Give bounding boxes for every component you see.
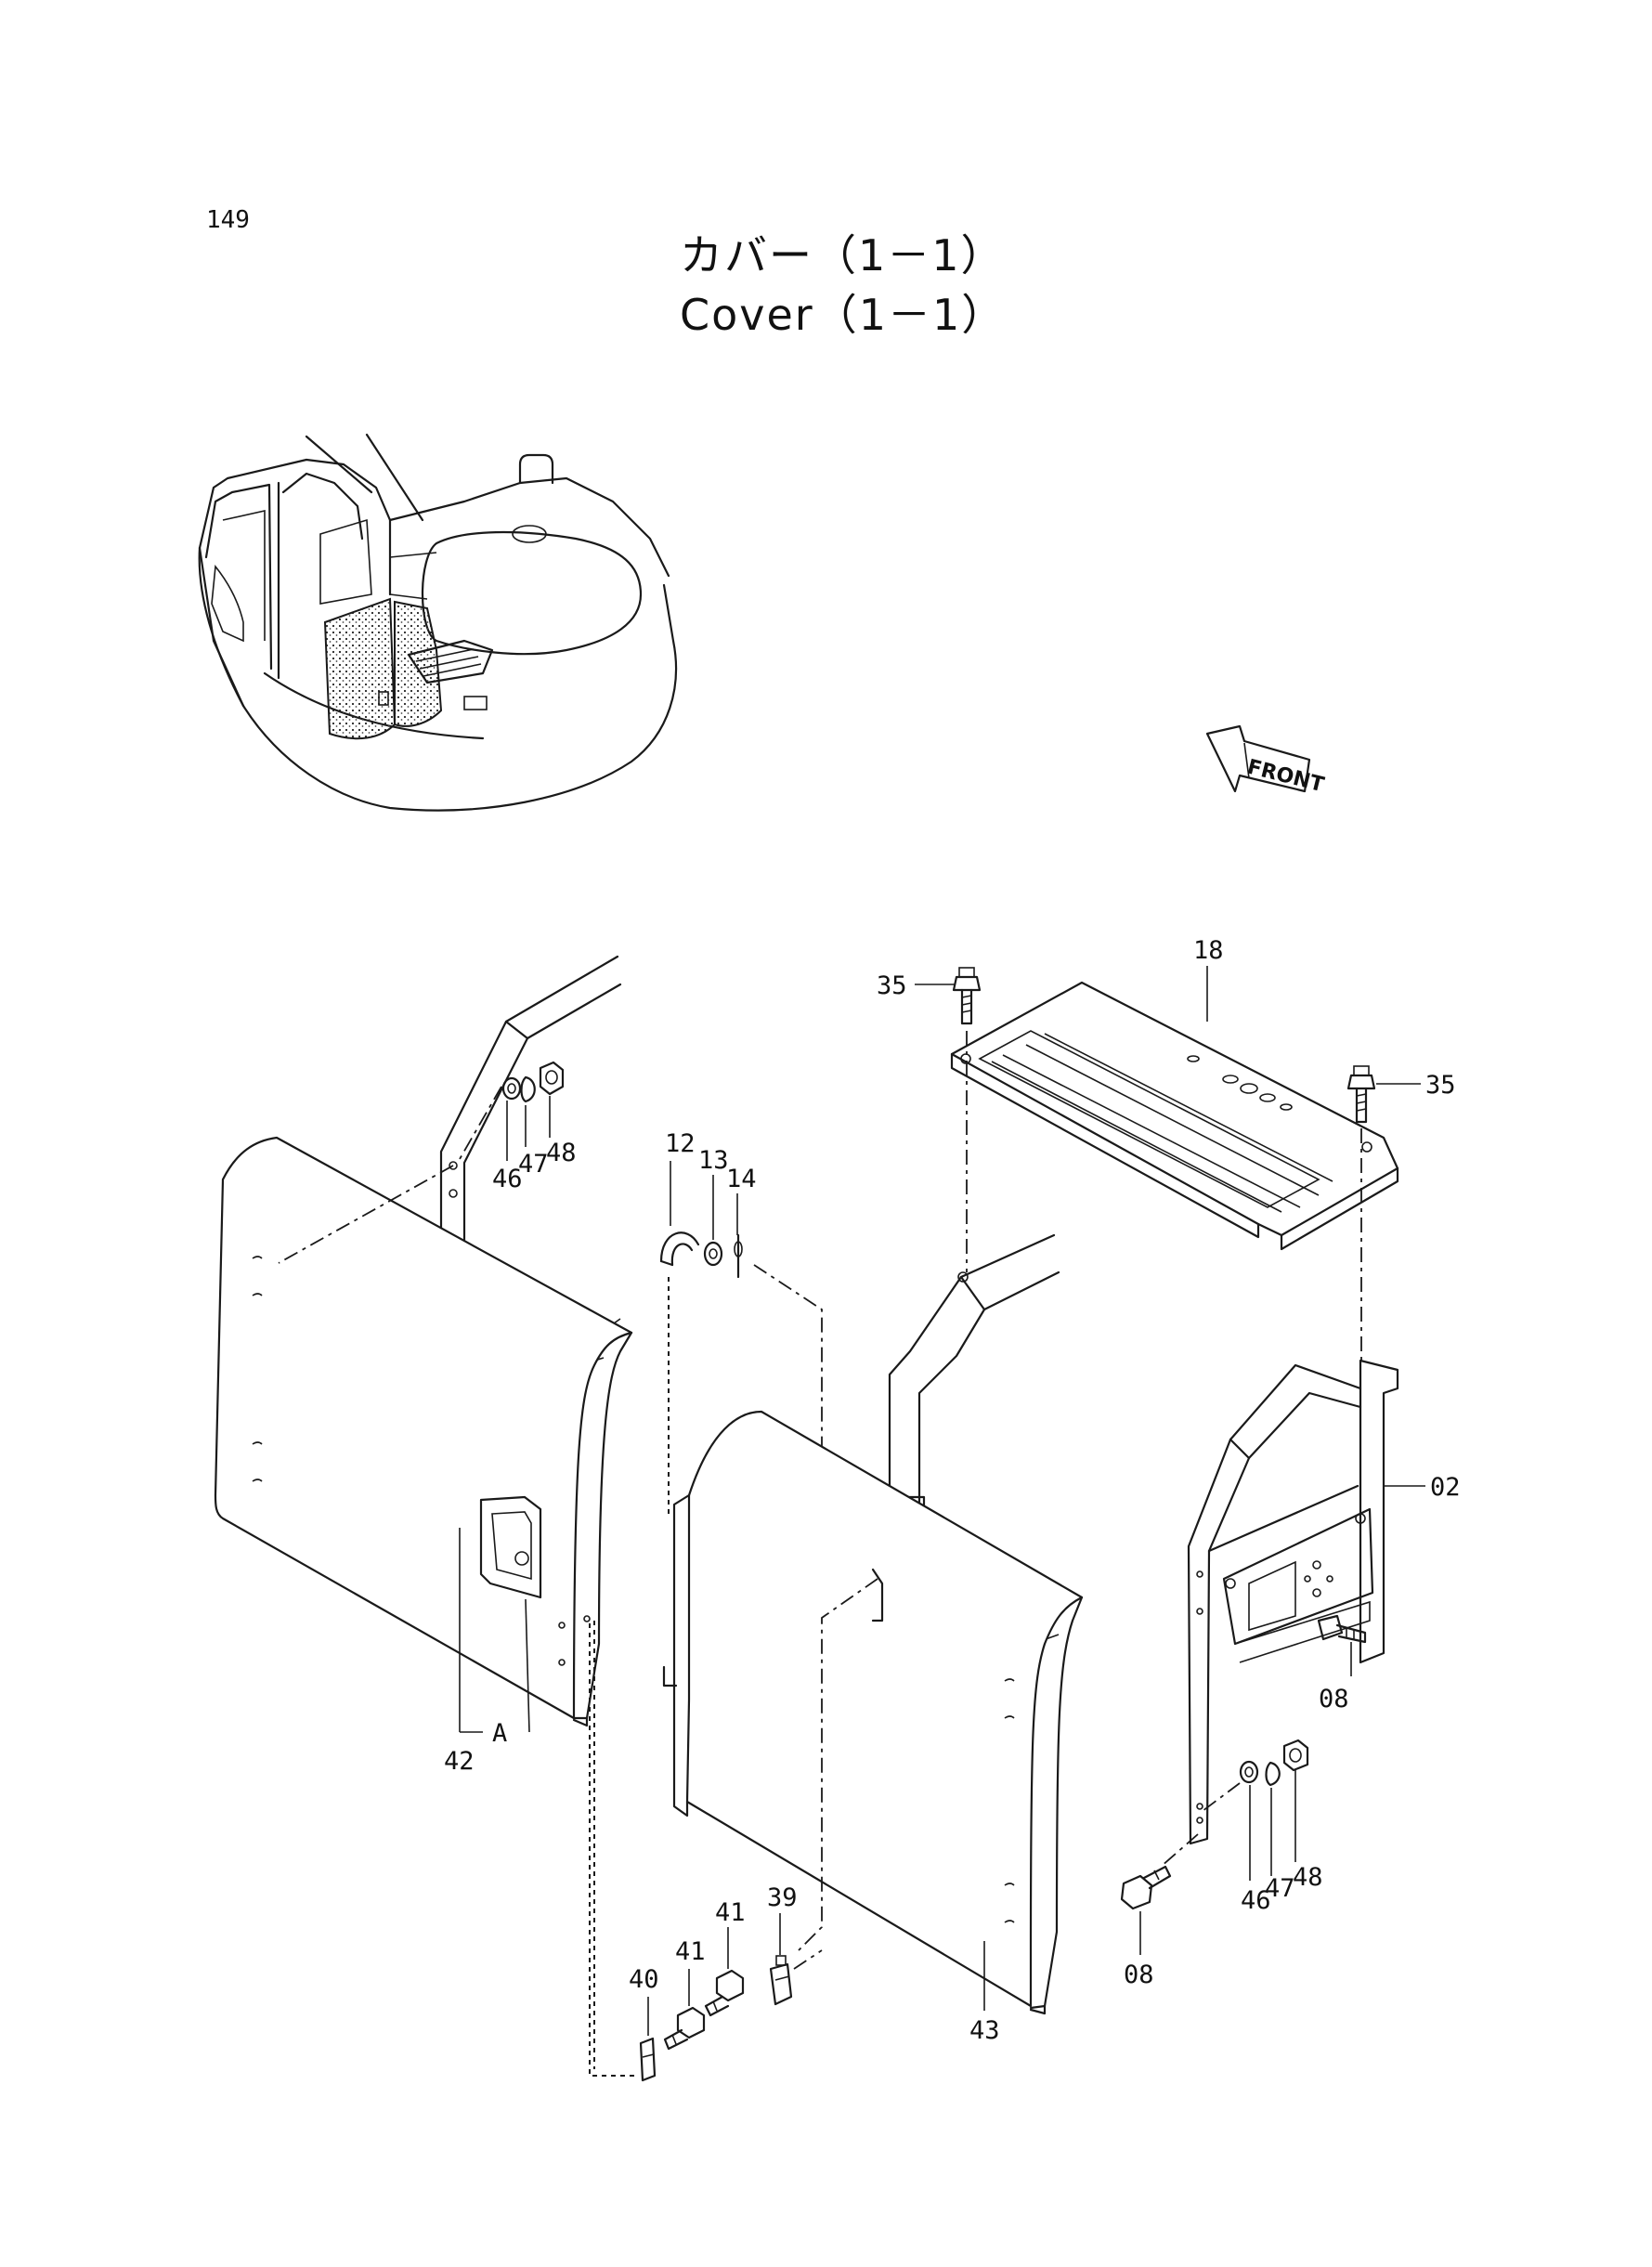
callout-41-left: 41	[675, 1937, 706, 1966]
callout-13: 13	[698, 1146, 729, 1175]
bolt-41-left	[663, 2006, 706, 2051]
section-marker-a: A	[492, 1719, 507, 1748]
callout-47-right: 47	[1265, 1874, 1295, 1903]
callout-02: 02	[1430, 1473, 1461, 1502]
callout-46-left: 46	[492, 1165, 523, 1193]
lock-washer-47-right	[1265, 1761, 1281, 1787]
leader-lines	[459, 966, 1425, 2036]
top-louver-cover-18	[950, 981, 1399, 1251]
callout-46-right: 46	[1241, 1886, 1271, 1915]
callout-35-right: 35	[1425, 1071, 1456, 1100]
callout-12: 12	[665, 1129, 696, 1158]
bolt-35-right	[1346, 1065, 1376, 1124]
hose-12	[659, 1231, 700, 1267]
callout-18: 18	[1193, 936, 1224, 965]
nut-48-right	[1282, 1739, 1309, 1772]
center-side-door-43	[662, 1410, 1084, 2015]
washer-46-left	[501, 1076, 522, 1101]
pin-14	[734, 1233, 743, 1279]
callout-43: 43	[969, 2016, 1000, 2045]
callout-48-right: 48	[1293, 1863, 1323, 1892]
excavator-overview-illustration	[198, 433, 678, 812]
callout-35-left: 35	[877, 971, 907, 1000]
callout-08-lower: 08	[1124, 1961, 1154, 1989]
front-arrow-label: FRONT	[1245, 756, 1327, 798]
bolt-41-right	[704, 1969, 745, 2017]
page-title-japanese: カバー（1－1）	[680, 230, 1006, 280]
nut-48-left	[539, 1061, 565, 1096]
bolt-08-lower	[1120, 1865, 1172, 1910]
right-frame-02	[1187, 1359, 1399, 1845]
front-direction-arrow: FRONT	[1205, 724, 1327, 798]
callout-42: 42	[444, 1747, 475, 1776]
bolt-35-left	[952, 967, 982, 1025]
washer-13	[703, 1241, 723, 1267]
callout-08-upper: 08	[1319, 1685, 1349, 1713]
callout-48-left: 48	[546, 1139, 577, 1167]
lock-washer-47-left	[520, 1075, 536, 1103]
callout-47-left: 47	[518, 1150, 549, 1179]
callout-41-right: 41	[715, 1898, 746, 1927]
latch-39	[769, 1955, 793, 2006]
page-title-english: Cover（1－1）	[680, 290, 1007, 340]
bracket-40	[639, 2037, 657, 2082]
washer-46-right	[1239, 1760, 1259, 1784]
callout-40: 40	[629, 1965, 659, 1994]
page-number: 149	[206, 206, 250, 234]
left-side-door-42	[214, 1136, 633, 1727]
bolt-08-upper	[1317, 1614, 1367, 1644]
callout-39: 39	[767, 1883, 798, 1912]
callout-14: 14	[726, 1165, 757, 1193]
